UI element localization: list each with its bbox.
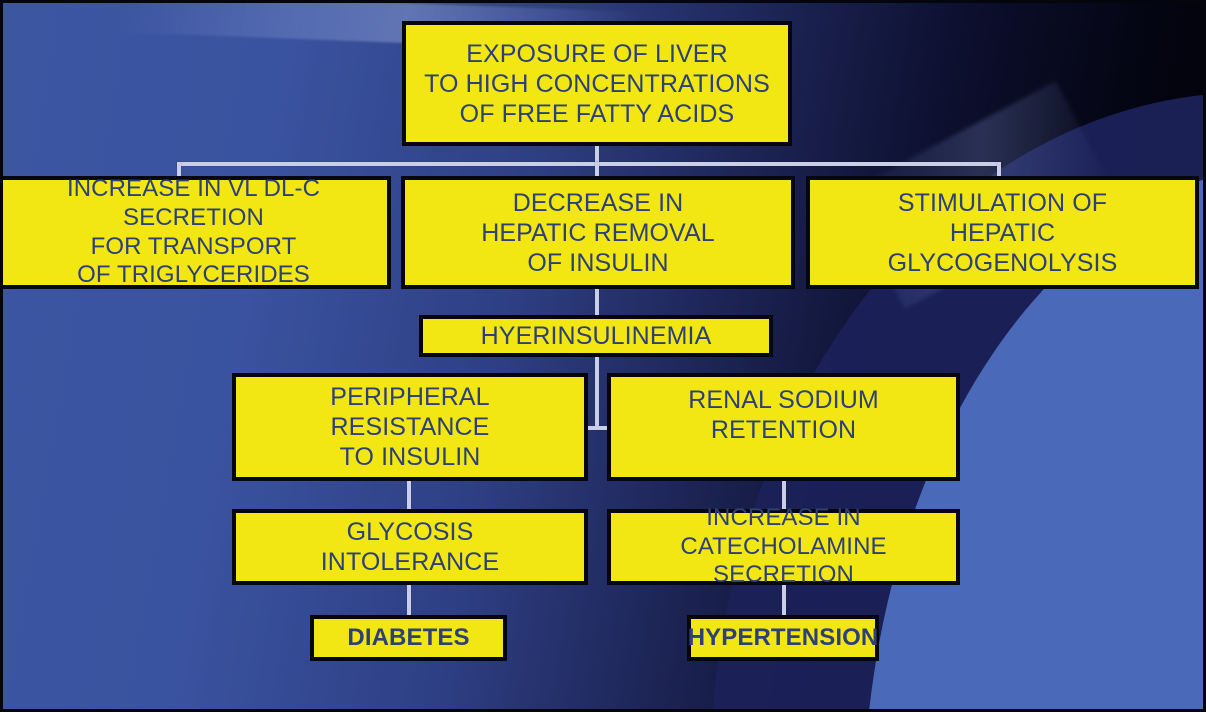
- node-vldl-secretion[interactable]: INCREASE IN VL DL-C SECRETION FOR TRANSP…: [0, 174, 391, 289]
- node-label: PERIPHERAL RESISTANCE TO INSULIN: [330, 383, 490, 471]
- node-diabetes[interactable]: DIABETES: [310, 615, 507, 661]
- node-increase-catecholamine-secretion[interactable]: INCREASE IN CATECHOLAMINE SECRETION: [607, 504, 960, 588]
- connector-renal-to-catecholamine: [782, 480, 786, 510]
- node-label: RENAL SODIUM RETENTION: [688, 386, 879, 444]
- connector-insulin-removal-to-hyperinsulinemia: [595, 287, 599, 316]
- connector-ffa-stem: [595, 144, 599, 166]
- node-label: INCREASE IN CATECHOLAMINE SECRETION: [680, 503, 887, 589]
- connector-bus-to-vldl: [177, 162, 181, 178]
- node-exposure-to-ffa[interactable]: EXPOSURE OF LIVER TO HIGH CONCENTRATIONS…: [402, 21, 792, 146]
- node-glycosis-intolerance[interactable]: GLYCOSIS INTOLERANCE: [232, 509, 588, 585]
- connector-hyperinsulinemia-tee: [583, 426, 611, 430]
- connector-catecholamine-to-hypertension: [782, 584, 786, 616]
- connector-hyperinsulinemia-stem: [595, 356, 599, 430]
- connector-bus-to-insulin-removal: [595, 162, 599, 178]
- node-label: HYPERTENSION: [687, 623, 879, 651]
- node-label: INCREASE IN VL DL-C SECRETION FOR TRANSP…: [66, 174, 321, 289]
- node-peripheral-resistance-to-insulin[interactable]: PERIPHERAL RESISTANCE TO INSULIN: [232, 373, 588, 481]
- node-label: HYERINSULINEMIA: [480, 322, 712, 350]
- node-label: STIMULATION OF HEPATIC GLYCOGENOLYSIS: [887, 188, 1118, 277]
- connector-glycosis-to-diabetes: [407, 584, 411, 616]
- node-label: DECREASE IN HEPATIC REMOVAL OF INSULIN: [481, 188, 715, 277]
- node-label: GLYCOSIS INTOLERANCE: [320, 518, 500, 576]
- node-hyperinsulinemia[interactable]: HYERINSULINEMIA: [419, 315, 773, 357]
- node-renal-sodium-retention[interactable]: RENAL SODIUM RETENTION: [607, 373, 960, 481]
- connector-peripheral-to-glycosis: [407, 480, 411, 510]
- connector-bus-to-glycogenolysis: [997, 162, 1001, 178]
- node-hypertension[interactable]: HYPERTENSION: [687, 615, 879, 661]
- node-label: DIABETES: [347, 623, 470, 651]
- node-stimulation-hepatic-glycogenolysis[interactable]: STIMULATION OF HEPATIC GLYCOGENOLYSIS: [806, 176, 1199, 289]
- node-decrease-hepatic-removal-insulin[interactable]: DECREASE IN HEPATIC REMOVAL OF INSULIN: [401, 176, 795, 289]
- node-label: EXPOSURE OF LIVER TO HIGH CONCENTRATIONS…: [424, 39, 770, 128]
- connector-row1-bus: [177, 162, 1001, 166]
